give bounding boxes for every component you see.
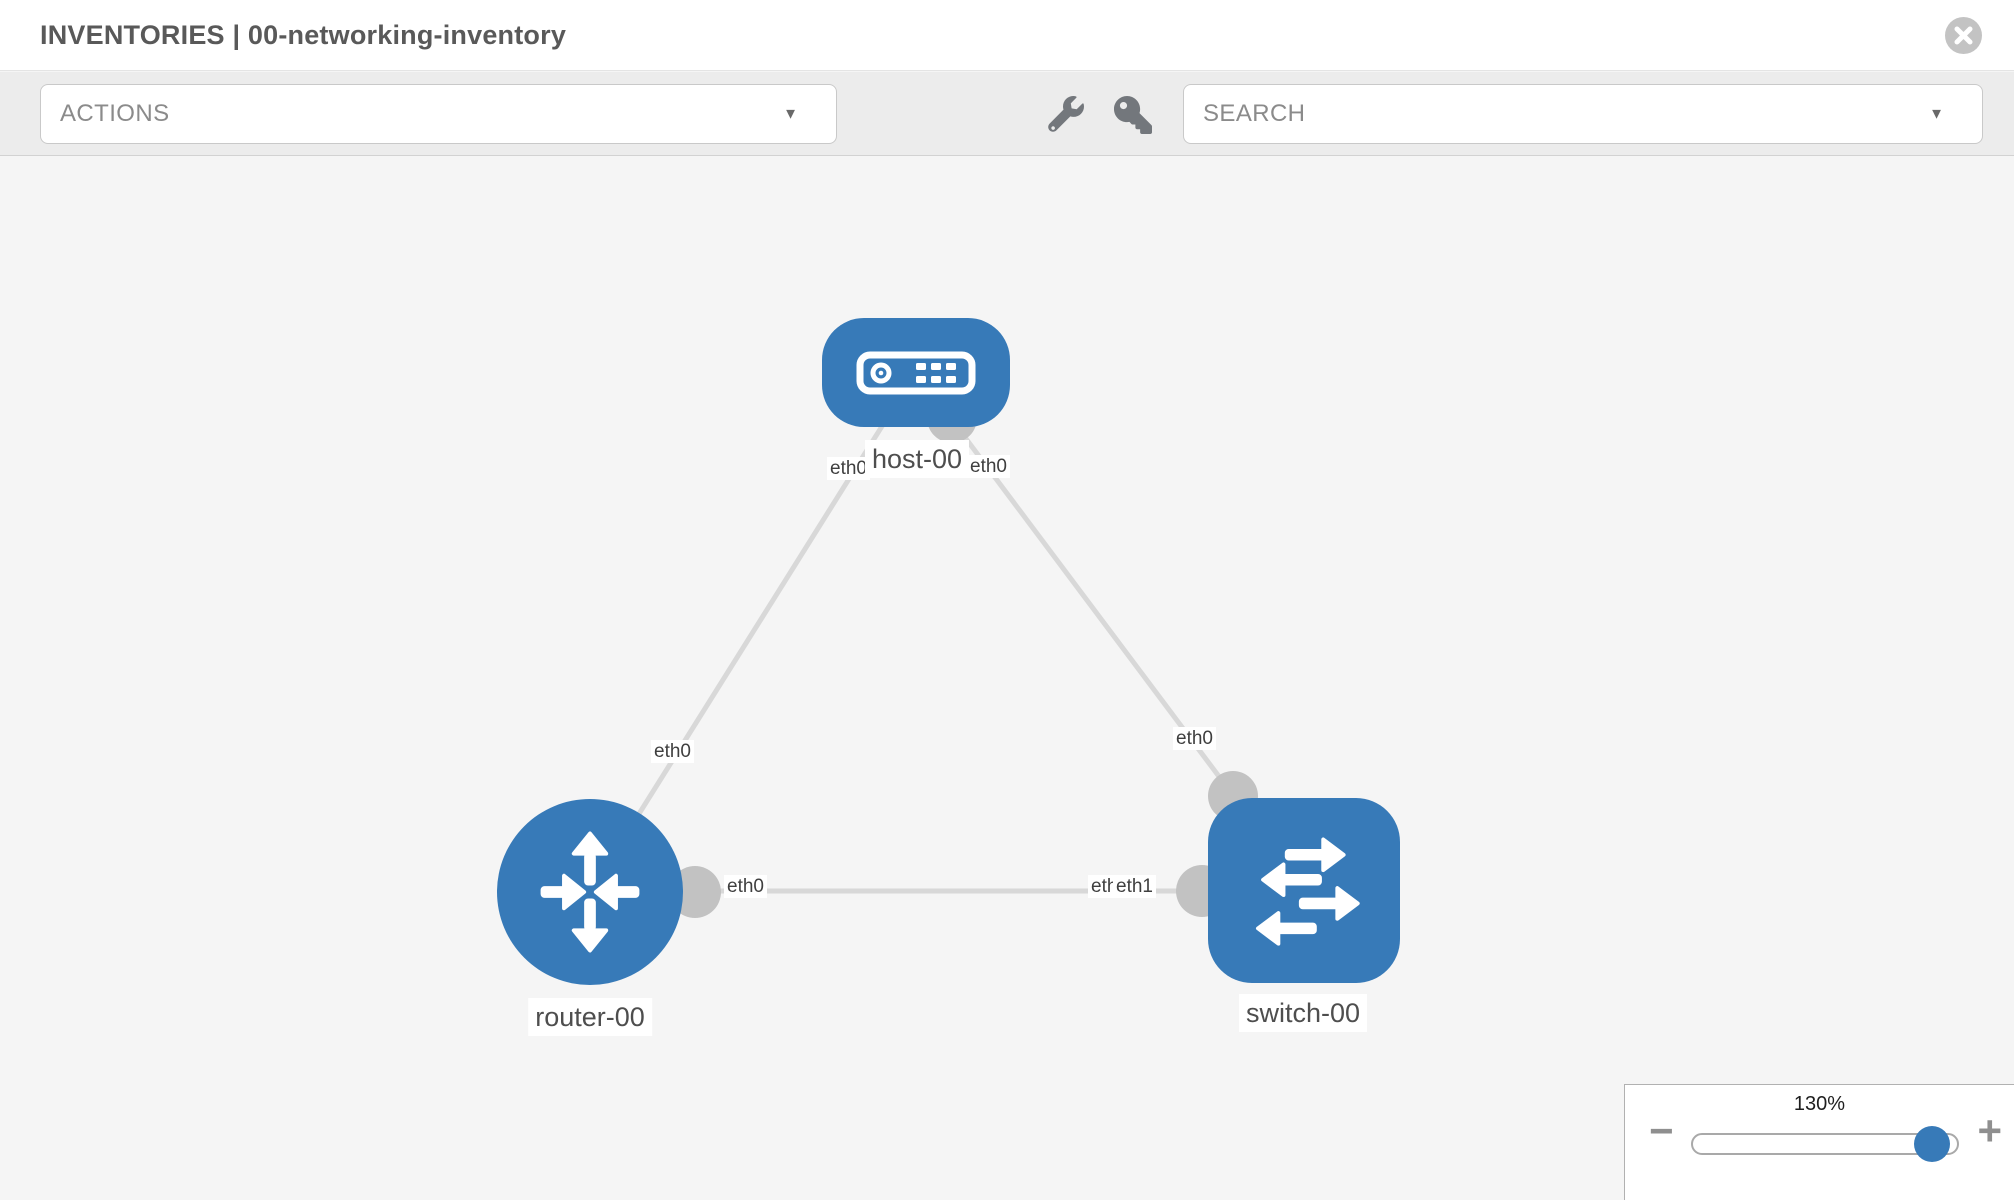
iface-label: eth0 [967,455,1010,478]
key-icon [1114,96,1152,138]
iface-label: eth0 [1173,727,1216,750]
wrench-icon [1046,95,1084,138]
plus-icon: + [1977,1107,2002,1154]
actions-dropdown[interactable]: ACTIONS ▼ [40,84,837,144]
zoom-out-button[interactable]: − [1649,1110,1674,1152]
zoom-slider-thumb[interactable] [1914,1126,1950,1162]
iface-label: eth1 [1113,875,1156,898]
iface-label: eth0 [651,740,694,763]
close-button[interactable] [1945,17,1982,54]
zoom-level-text: 130% [1793,1093,1846,1115]
zoom-in-button[interactable]: + [1977,1110,2002,1152]
panel-header: INVENTORIES | 00-networking-inventory [0,0,2014,71]
key-manage-button[interactable] [1046,95,1084,134]
actions-dropdown-label: ACTIONS [60,100,170,127]
search-dropdown[interactable]: SEARCH ▼ [1183,84,1983,144]
credentials-button[interactable] [1114,96,1152,134]
caret-down-icon: ▼ [783,105,798,123]
topology-canvas[interactable] [0,156,2014,1200]
node-label-switch: switch-00 [1238,994,1368,1032]
minus-icon: − [1649,1107,1674,1154]
node-switch-00[interactable] [1208,798,1400,983]
zoom-panel: 130% − + [1624,1084,2014,1200]
caret-down-icon: ▼ [1929,105,1944,123]
node-label-host: host-00 [864,440,970,478]
node-label-router: router-00 [528,998,652,1036]
node-router-00[interactable] [497,799,683,985]
page-title: INVENTORIES | 00-networking-inventory [40,20,567,50]
toolbar: ACTIONS ▼ SEARCH ▼ [0,72,2014,156]
zoom-slider[interactable] [1691,1126,1959,1162]
iface-label: eth0 [724,875,767,898]
iface-label: eth0 [827,457,870,480]
search-dropdown-label: SEARCH [1203,100,1306,127]
node-host-00[interactable] [822,318,1010,427]
